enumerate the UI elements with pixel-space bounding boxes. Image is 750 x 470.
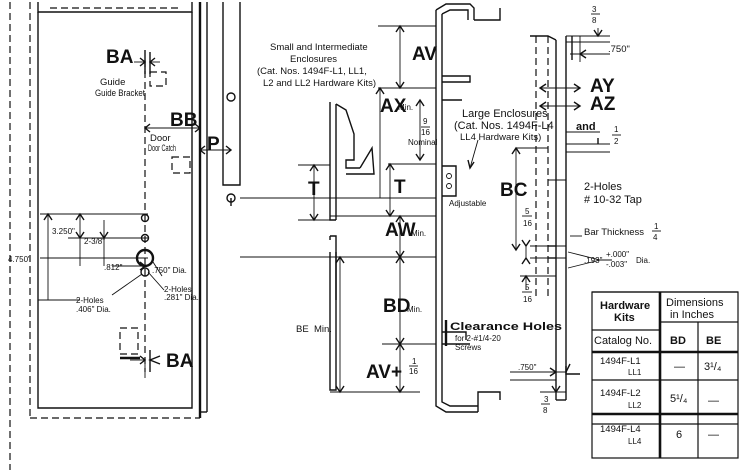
table-row-1-cat: 1494F-L1 — [600, 356, 641, 367]
table-row-1-sub: LL1 — [628, 368, 642, 377]
label-adjustable: Adjustable — [449, 199, 487, 208]
dim-label-406-dia: .406" Dia. — [76, 305, 111, 314]
frac-5-16b-num: 5 — [525, 283, 530, 292]
dim-label-2-3-8: 2-3/8" — [84, 237, 105, 246]
large-enclosure-title-3: LL4 Hardware Kits) — [460, 132, 541, 143]
dim-label-av-plus: AV+ — [366, 362, 402, 383]
dim-label-be-min: Min. — [314, 324, 332, 335]
label-clearance-holes: Clearance Holes — [450, 321, 562, 333]
dim-label-aw: AW — [385, 220, 416, 241]
frac-3-8-den: 8 — [592, 16, 597, 25]
frac-5-16-den: 16 — [523, 219, 532, 228]
drawing-labels: BA Guide Guide Bracket BB P Door Door Ca… — [8, 5, 661, 415]
small-enclosure-title-1: Small and Intermediate — [270, 42, 368, 53]
frac-5-16-num: 5 — [525, 207, 530, 216]
dim-label-193: .193" — [584, 256, 603, 265]
small-enclosure-title-2: Enclosures — [290, 54, 337, 65]
table-header-catalog-no: Catalog No. — [594, 335, 652, 347]
frac-9-16-den: 16 — [421, 128, 430, 137]
dim-label-av: AV — [412, 44, 437, 65]
dim-label-bc: BC — [500, 180, 528, 201]
table-row-2-bd: 5¹/₄ — [670, 393, 688, 405]
dim-label-750-top: .750" — [608, 44, 630, 55]
frac-5-16b-den: 16 — [523, 295, 532, 304]
table-row-3-be: — — [708, 429, 719, 441]
table-row-1-bd: — — [674, 361, 685, 373]
label-door: Door — [150, 133, 171, 144]
frac-3-8-num: 3 — [592, 5, 597, 14]
dim-label-ax: AX — [380, 96, 407, 117]
enclosure-wall-section — [435, 3, 501, 413]
table-header-bd: BD — [670, 335, 686, 347]
bar-side-view — [510, 28, 612, 401]
label-and: and — [576, 121, 596, 133]
frac-1-16-num: 1 — [412, 357, 417, 366]
enclosure-front-view — [9, 2, 241, 470]
dim-label-4750: 4.750" — [8, 255, 31, 264]
dim-label-281-dia: .281" Dia. — [164, 293, 199, 302]
label-door-catch: Door Catch — [148, 143, 176, 154]
table-header-in-inches: in Inches — [670, 309, 715, 321]
dim-label-aw-min: Min. — [411, 229, 426, 238]
table-row-3-sub: LL4 — [628, 437, 642, 446]
small-enclosure-title-3: (Cat. Nos. 1494F-L1, LL1, — [257, 66, 367, 77]
label-clearance-screws: Screws — [455, 343, 481, 352]
dim-label-dia-short: Dia. — [636, 256, 650, 265]
table-row-3-cat: 1494F-L4 — [600, 424, 641, 435]
frac-9-16-num: 9 — [423, 117, 428, 126]
frac-3-8b-num: 3 — [544, 395, 549, 404]
dim-label-ax-min: Min. — [398, 103, 413, 112]
table-header-dimensions: Dimensions — [666, 297, 724, 309]
dim-label-p: P — [207, 134, 220, 155]
label-bar-thickness: Bar Thickness — [584, 227, 644, 238]
large-enclosure-title-2: (Cat. Nos. 1494F-L4 — [454, 120, 554, 132]
label-10-32-tap: # 10-32 Tap — [584, 194, 642, 206]
label-guide: Guide — [100, 77, 125, 88]
dim-label-750-dia: .750" Dia. — [152, 266, 187, 275]
frac-1-4-num: 1 — [654, 222, 659, 231]
dim-label-az: AZ — [590, 94, 616, 115]
dim-label-t-right: T — [394, 177, 406, 198]
dim-label-be: BE — [296, 324, 309, 335]
frac-1-4-den: 4 — [653, 233, 658, 242]
dim-label-ba-bottom: BA — [166, 351, 194, 372]
table-header-be: BE — [706, 335, 721, 347]
dim-label-812: .812" — [104, 263, 123, 272]
frac-1-2-num: 1 — [614, 125, 619, 134]
table-header-kits: Kits — [614, 312, 635, 324]
table-row-2-be: — — [708, 395, 719, 407]
table-row-2-sub: LL2 — [628, 401, 642, 410]
small-enclosure-section — [240, 24, 436, 394]
label-2-holes-281: 2-Holes — [164, 285, 192, 294]
dim-label-tol-minus: -.003" — [606, 260, 627, 269]
dimension-table: Hardware Kits Dimensions in Inches Catal… — [591, 291, 739, 459]
dim-label-tol-plus: +.000" — [606, 250, 629, 259]
table-header-hardware: Hardware — [600, 300, 650, 312]
dim-label-750-bottom: .750" — [518, 363, 537, 372]
dim-label-t-left: T — [308, 179, 320, 200]
dim-label-ay: AY — [590, 76, 615, 97]
dim-label-bd-min: Min. — [407, 305, 422, 314]
table-row-3-bd: 6 — [676, 429, 682, 441]
label-2-holes-tap: 2-Holes — [584, 181, 622, 193]
dim-label-3250: 3.250" — [52, 227, 75, 236]
table-row-2-cat: 1494F-L2 — [600, 388, 641, 399]
frac-3-8b-den: 8 — [543, 406, 548, 415]
frac-1-2-den: 2 — [614, 137, 619, 146]
label-nominal: Nominal — [408, 138, 438, 147]
frac-1-16-den: 16 — [409, 367, 418, 376]
label-guide-bracket: Guide Bracket — [95, 88, 145, 99]
dim-label-bd: BD — [383, 296, 410, 317]
label-clearance-for: for 2-#1/4-20 — [455, 334, 501, 343]
large-enclosure-title-1: Large Enclosures — [462, 108, 548, 120]
dim-label-bb: BB — [170, 110, 197, 131]
label-2-holes-406: 2-Holes — [76, 296, 104, 305]
dim-label-ba-top: BA — [106, 47, 134, 68]
table-row-1-be: 3¹/₄ — [704, 361, 722, 373]
small-enclosure-title-4: L2 and LL2 Hardware Kits) — [263, 78, 376, 89]
